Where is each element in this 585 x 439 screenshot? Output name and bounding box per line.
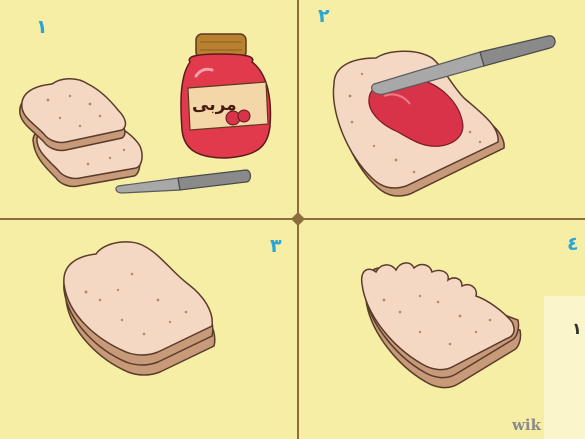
step-number-2: ٢ — [318, 5, 330, 27]
step-number-1: ١ — [36, 16, 48, 38]
next-panel-step-number: ١ — [572, 319, 582, 338]
step-number-4: ٤ — [567, 233, 579, 255]
step-number-3: ٣ — [270, 235, 282, 257]
next-panel-crop — [544, 296, 585, 439]
watermark: wik — [511, 416, 542, 434]
